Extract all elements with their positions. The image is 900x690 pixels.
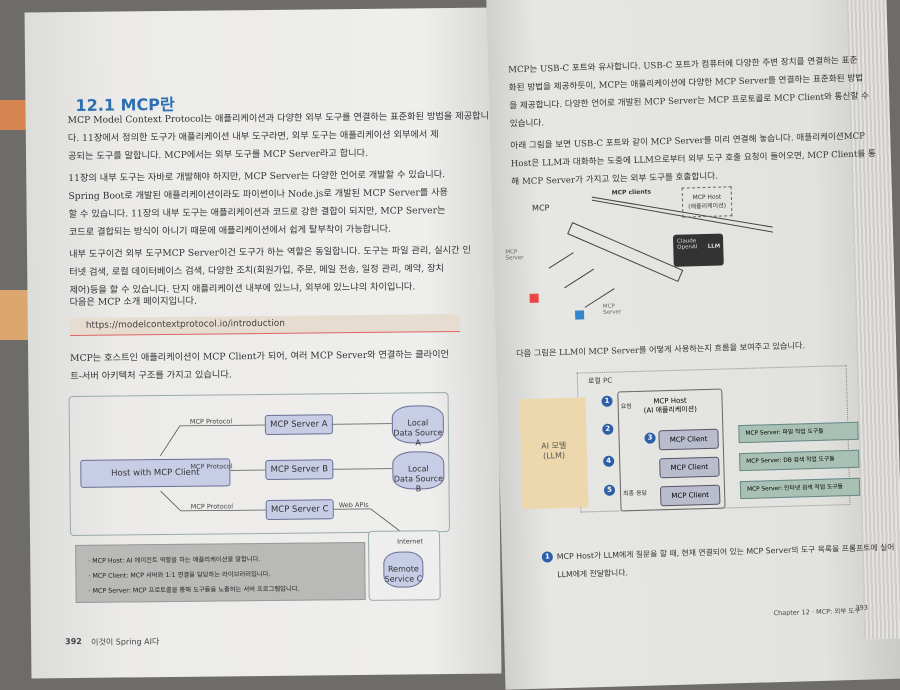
web-apis-label: Web APIs [339, 501, 369, 509]
llm-box: AI 모델(LLM) [519, 397, 588, 509]
paragraph-2: 11장의 내부 도구는 자바로 개발해야 하지만, MCP Server는 다양… [68, 166, 448, 242]
line: Server [603, 309, 621, 316]
llm-label: LLM [708, 244, 721, 250]
line: Remote [384, 564, 422, 574]
legend-box: · MCP Host: AI 에이전트 역할을 하는 애플리케이션을 말합니다.… [75, 542, 366, 603]
internet-label: Internet [397, 537, 423, 545]
server-c-node: MCP Server C [266, 499, 334, 520]
page-number: 392 [65, 637, 82, 646]
line: (LLM) [521, 450, 587, 461]
paragraph-1: MCP Model Context Protocol는 애플리케이션과 다양한 … [68, 108, 490, 166]
paragraph-3: 다음 그림은 LLM이 MCP Server를 어떻게 사용하는지 흐름을 보여… [516, 336, 805, 362]
mcp-client-3: MCP Client [660, 485, 721, 507]
mcp-server-file: MCP Server: 파일 작업 도구들 [738, 422, 858, 443]
local-pc-label: 로컬 PC [588, 376, 612, 387]
paragraph-3: 내부 도구이건 외부 도구MCP Server이건 도구가 하는 역할은 동일합… [69, 242, 471, 300]
line: Service C [384, 574, 422, 584]
line: (애플리케이션) [683, 200, 731, 210]
mcp-client-2: MCP Client [659, 457, 720, 479]
server-a-node: MCP Server A [265, 414, 333, 435]
calendar-icon [575, 310, 584, 319]
gmail-icon [530, 294, 539, 303]
mcp-client-1: MCP Client [658, 429, 719, 451]
mcp-host-box: MCP Host(애플리케이션) [682, 186, 733, 217]
line: 트-서버 아키텍처 구조를 가지고 있습니다. [70, 364, 449, 386]
mcp-server-db: MCP Server: DB 검색 작업 도구들 [739, 450, 859, 471]
page-number: 393 [855, 604, 868, 612]
server-b-node: MCP Server B [265, 459, 333, 480]
book-title: 이것이 Spring AI다 [91, 636, 159, 648]
slack-icon [522, 277, 525, 287]
mcp-label: MCP [532, 203, 550, 212]
note-1-badge: 1 [542, 551, 553, 562]
url-link[interactable]: https://modelcontextprotocol.io/introduc… [70, 314, 460, 336]
line: Server [505, 255, 523, 262]
line: (AI 애플리케이션) [619, 404, 722, 417]
mcp-server-web: MCP Server: 인터넷 검색 작업 도구들 [740, 478, 860, 499]
line: 공되는 도구를 말합니다. MCP에서는 외부 도구를 MCP Server라고… [68, 144, 490, 166]
protocol-label: MCP Protocol [190, 462, 232, 470]
protocol-label: MCP Protocol [191, 502, 233, 510]
sticky-tab [0, 290, 30, 340]
mcp-clients-label: MCP clients [612, 188, 651, 196]
line: Local [393, 464, 443, 475]
flow-diagram: 로컬 PC AI 모델(LLM) MCP Host(AI 애플리케이션) 요청 … [517, 365, 841, 524]
architecture-diagram: Host with MCP Client MCP Server A MCP Se… [69, 392, 450, 536]
line: 코드로 결합되는 방식이 아니기 때문에 애플리케이션에서 쉽게 탈부착이 가능… [69, 220, 449, 242]
line: Local [393, 418, 443, 429]
final-response-label: 최종 응답 [623, 488, 647, 498]
paragraph-5: MCP는 호스트인 애플리케이션이 MCP Client가 되어, 여러 MCP… [70, 346, 449, 386]
right-page: MCP는 USB-C 포트와 유사합니다. USB-C 포트가 컴퓨터에 다양한… [486, 0, 900, 690]
protocol-label: MCP Protocol [190, 417, 232, 425]
paragraph-4: 다음은 MCP 소개 페이지입니다. [69, 293, 196, 312]
legend-item: · MCP Server: MCP 프로토콜을 통해 도구들을 노출하는 서버 … [89, 581, 353, 599]
left-page: 12.1 MCP란 MCP Model Context Protocol는 애플… [25, 8, 502, 679]
note-1: MCP Host가 LLM에게 질문을 할 때, 현재 연결되어 있는 MCP … [557, 539, 896, 584]
line: Data Source B [393, 474, 443, 495]
line: Data Source A [393, 428, 443, 449]
request-label: 요청 [621, 401, 632, 410]
chapter-footer: Chapter 12 · MCP: 외부 도구 [773, 605, 860, 617]
paragraph-1: MCP는 USB-C 포트와 유사합니다. USB-C 포트가 컴퓨터에 다양한… [508, 51, 870, 133]
paragraph-2: 아래 그림을 보면 USB-C 포트와 같이 MCP Server를 미리 연결… [510, 127, 877, 191]
